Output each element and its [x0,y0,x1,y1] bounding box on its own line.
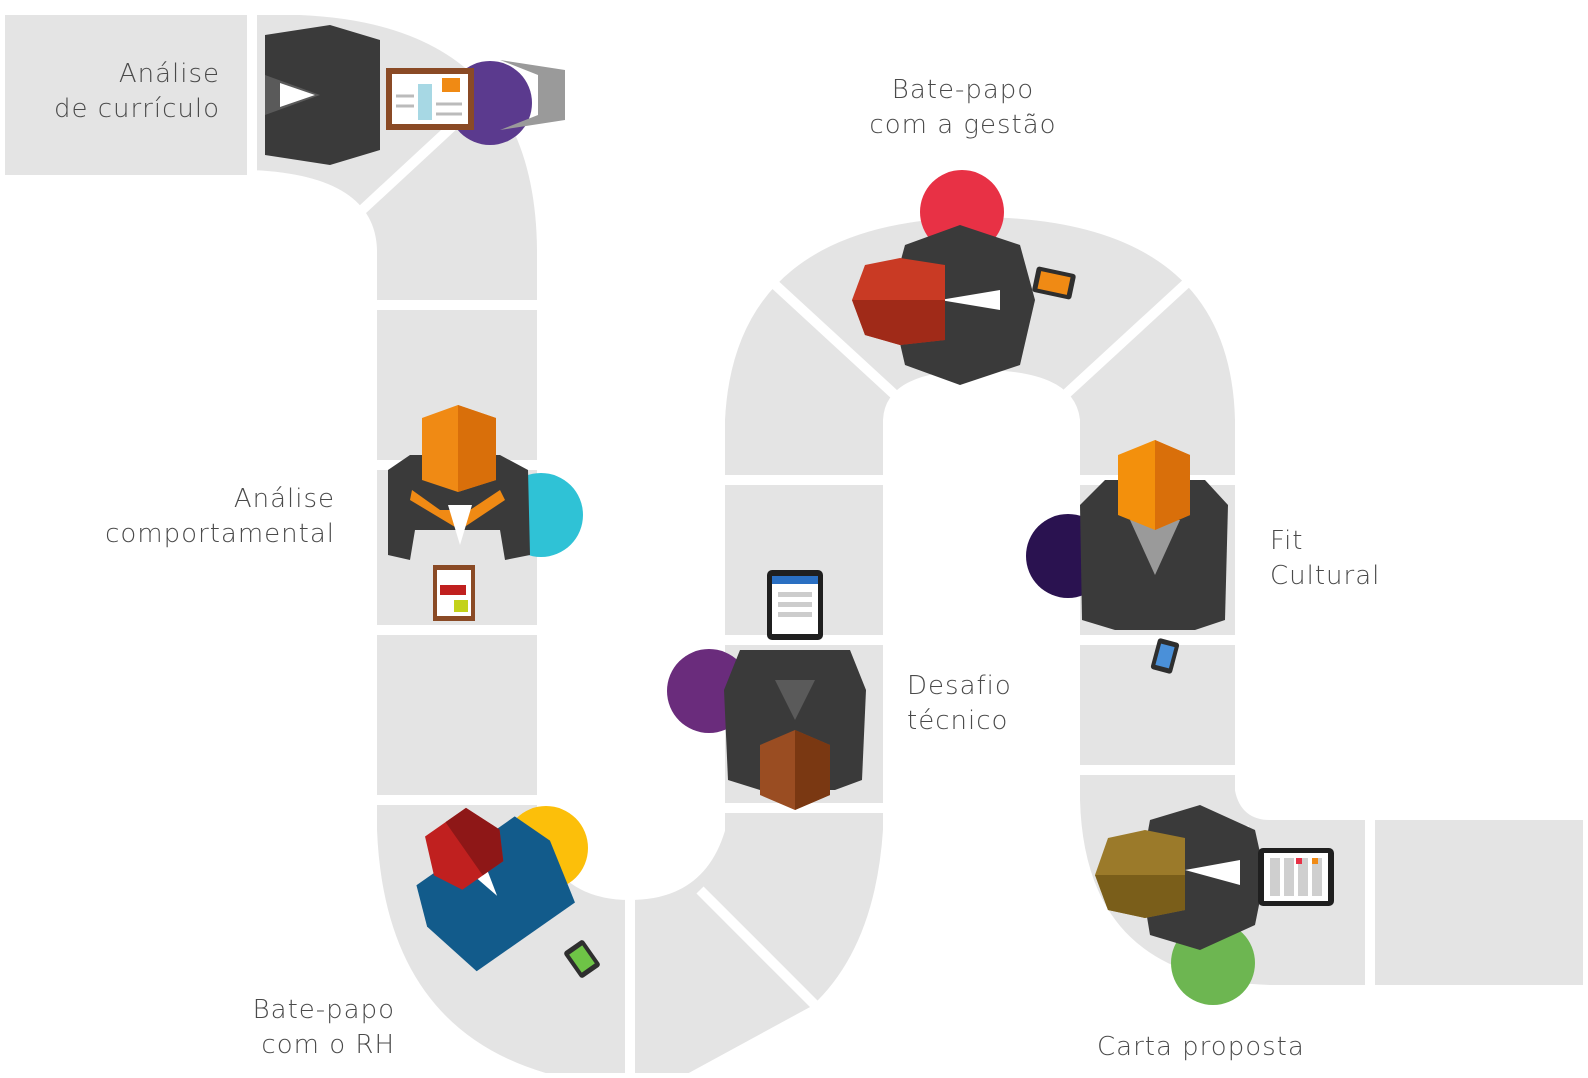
label-line: Bate-papo [891,75,1035,105]
person-icon [1080,440,1228,630]
label-carta: Carta proposta [1097,1030,1357,1065]
label-gestao: Bate-papo com a gestão [840,73,1086,143]
label-line: Cultural [1270,561,1381,591]
phone-icon [1032,266,1076,300]
person-icon [852,225,1035,385]
label-line: de currículo [53,94,220,124]
person-icon [724,650,866,810]
person-icon [265,25,565,165]
label-tecnico: Desafio técnico [907,669,1067,739]
label-line: com o RH [261,1030,395,1060]
label-line: Fit [1270,526,1304,556]
label-line: Bate-papo [252,995,395,1025]
tablet-icon [1258,848,1334,906]
label-line: com a gestão [869,110,1057,140]
label-line: comportamental [105,519,335,549]
label-comportamental: Análise comportamental [40,482,335,552]
person-icon [1095,805,1265,950]
clipboard-icon [433,565,475,621]
phone-icon [1150,638,1180,674]
person-icon [416,807,575,972]
path-tile [1365,810,1588,995]
label-curriculo: Análise de currículo [20,57,220,127]
label-line: Carta proposta [1097,1032,1305,1062]
label-line: Análise [233,484,335,514]
label-line: Análise [118,59,220,89]
label-rh: Bate-papo com o RH [180,993,395,1063]
phone-icon [564,940,600,978]
path-tile [367,625,547,805]
label-fit: Fit Cultural [1270,524,1430,594]
label-line: técnico [907,706,1009,736]
clipboard-icon [386,68,474,130]
person-icon [388,405,530,560]
tablet-icon [767,570,823,640]
label-line: Desafio [907,671,1012,701]
